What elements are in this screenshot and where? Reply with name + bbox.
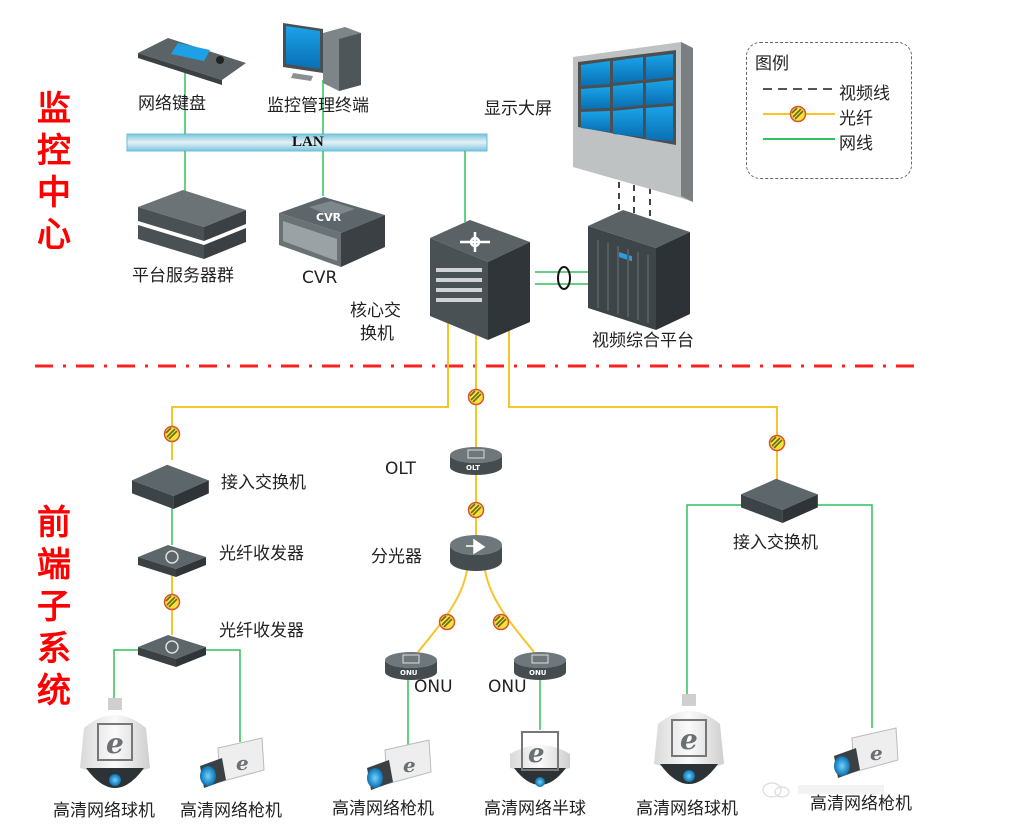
label-fiber-transceiver-1: 光纤收发器 (219, 544, 304, 564)
olt-badge: OLT (466, 464, 480, 472)
core-switch-icon (430, 220, 530, 340)
legend: 图例 视频线 光纤 网线 (746, 42, 912, 179)
legend-item-video-line: 视频线 (839, 84, 890, 104)
legend-swatches (763, 88, 835, 140)
legend-title: 图例 (755, 54, 789, 74)
bullet-camera-middle-icon: e (367, 739, 432, 790)
splitter-icon (450, 535, 502, 571)
fiber-connector-icon (467, 388, 485, 406)
label-onu-left: ONU (414, 677, 453, 697)
lan-bar (126, 133, 488, 152)
label-olt: OLT (385, 459, 416, 479)
fiber-transceiver-1-icon (138, 545, 206, 577)
onu-badge: ONU (400, 669, 418, 677)
fiber-connector-icon (492, 613, 510, 631)
label-display-wall: 显示大屏 (484, 99, 552, 119)
video-platform-icon (588, 210, 690, 330)
watermark-icon (762, 782, 884, 798)
fiber-connector-icon (438, 613, 456, 631)
fiber-connector-icon (163, 593, 181, 611)
olt-icon (450, 447, 502, 475)
label-core-switch-line1: 核心交 (350, 301, 401, 321)
fiber-transceiver-2-icon (138, 635, 206, 667)
label-fiber-transceiver-2: 光纤收发器 (219, 621, 304, 641)
label-camera-bullet-left: 高清网络枪机 (180, 801, 282, 821)
fiber-connector-icon (768, 434, 786, 452)
label-camera-ptz-right: 高清网络球机 (636, 799, 738, 819)
fiber-connector-icon (467, 501, 485, 519)
network-keyboard-icon (138, 38, 246, 85)
access-switch-left-icon (132, 464, 209, 509)
label-platform-servers: 平台服务器群 (132, 266, 234, 286)
network-cables-center (184, 72, 589, 285)
network-cables-frontend (113, 504, 873, 745)
label-network-keyboard: 网络键盘 (138, 94, 206, 114)
label-video-platform: 视频综合平台 (592, 331, 694, 351)
ptz-dome-camera-right-icon: e (654, 694, 724, 784)
ptz-dome-camera-left-icon: e (80, 698, 150, 788)
label-splitter: 分光器 (371, 547, 422, 567)
label-cvr: CVR (302, 268, 338, 288)
label-camera-ptz-left: 高清网络球机 (53, 801, 155, 821)
onu-right-icon (514, 652, 566, 680)
label-camera-bullet-right: 高清网络枪机 (810, 794, 912, 814)
mini-dome-camera-icon: e (510, 731, 570, 787)
display-wall-icon (573, 42, 693, 202)
lan-label: LAN (292, 134, 324, 150)
legend-item-fiber: 光纤 (839, 109, 873, 129)
svg-text:e: e (870, 741, 883, 765)
monitoring-terminal-icon (283, 23, 361, 91)
label-access-switch-right: 接入交换机 (733, 533, 818, 553)
onu-left-icon (385, 652, 437, 680)
onu-badge: ONU (529, 669, 547, 677)
bullet-camera-left-icon: e (200, 737, 265, 788)
svg-text:e: e (106, 727, 124, 760)
cvr-icon (279, 197, 385, 267)
access-switch-right-icon (741, 478, 818, 523)
svg-text:e: e (680, 723, 698, 756)
label-core-switch-line2: 换机 (360, 324, 394, 344)
label-access-switch-left: 接入交换机 (221, 473, 306, 493)
svg-text:e: e (403, 753, 416, 777)
fiber-connector-icon (163, 425, 181, 443)
platform-servers-icon (138, 190, 246, 259)
label-onu-right: ONU (488, 677, 527, 697)
legend-fiber-connector-icon (789, 105, 807, 123)
section-title-front-end-subsystem: 前 端 子 系 统 (37, 503, 71, 711)
svg-text:e: e (528, 739, 545, 769)
label-camera-mini-dome: 高清网络半球 (484, 799, 586, 819)
video-cables (618, 160, 651, 216)
label-monitoring-terminal: 监控管理终端 (267, 96, 369, 116)
link-aggregation-mark (557, 266, 571, 290)
bullet-camera-right-icon: e (834, 727, 899, 778)
cvr-badge: CVR (316, 211, 342, 224)
legend-item-network-cable: 网线 (839, 134, 873, 154)
label-camera-bullet-middle: 高清网络枪机 (332, 799, 434, 819)
section-title-monitoring-center: 监 控 中 心 (37, 89, 71, 255)
svg-text:e: e (236, 751, 249, 775)
